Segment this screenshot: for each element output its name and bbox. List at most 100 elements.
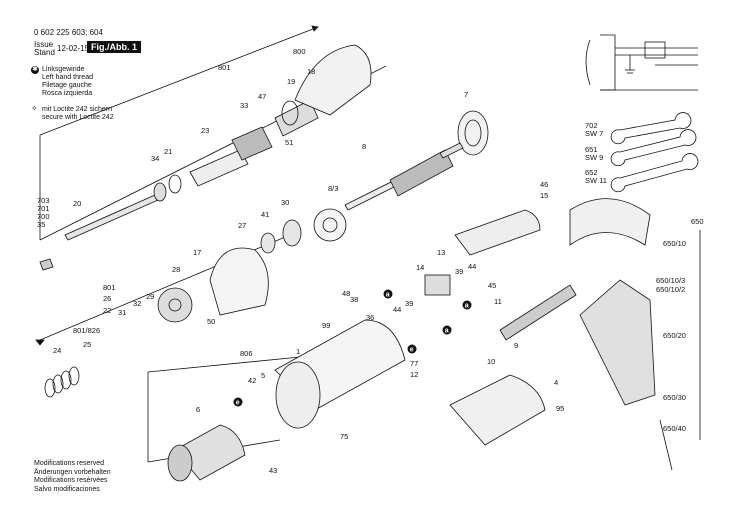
legend-line: ✧mit Loctite 242 sichern: [31, 104, 113, 114]
marker-dot: [407, 344, 417, 354]
fan: [313, 208, 347, 242]
callout-c65040: 650/40: [663, 424, 686, 433]
callout-c701: 701: [37, 204, 50, 213]
marker-m5: e: [236, 400, 240, 407]
callout-c65010: 650/10: [663, 239, 686, 248]
part-number: 0 602 225 603; 604: [34, 28, 103, 37]
loctite-legend: ✧mit Loctite 242 sichern secure with Loc…: [31, 104, 114, 122]
marker-m2: a: [445, 328, 449, 335]
callout-c38: 38: [350, 295, 358, 304]
callout-c806: 806: [240, 349, 253, 358]
callout-c51: 51: [285, 138, 293, 147]
spindle-assembly: [39, 174, 182, 271]
switch: [424, 274, 451, 296]
callout-c75: 75: [340, 432, 348, 441]
issue-label: Issue: [34, 40, 54, 49]
callout-c13: 13: [437, 248, 445, 257]
callout-c65030: 650/30: [663, 393, 686, 402]
callout-c8: 8: [362, 142, 366, 151]
callout-c39b: 39: [405, 299, 413, 308]
callout-c10: 10: [487, 357, 495, 366]
callout-c14: 14: [416, 263, 424, 272]
callout-labels: 8008011918473372351342188/32070370170035…: [37, 47, 704, 475]
callout-c35: 35: [37, 220, 45, 229]
callout-c650103: 650/10/3: [656, 276, 685, 285]
callout-c22: 22: [103, 306, 111, 315]
callout-c703: 703: [37, 196, 50, 205]
callout-c46: 46: [540, 180, 548, 189]
callout-c99: 99: [322, 321, 330, 330]
callout-c31: 31: [118, 308, 126, 317]
gear-housing: [209, 247, 269, 316]
switch-wiring-detail: [585, 34, 698, 91]
ring: [457, 110, 489, 156]
callout-csw9: SW 9: [585, 153, 603, 162]
callout-c702: 702: [585, 121, 598, 130]
callout-c44a: 44: [468, 262, 476, 271]
callout-c45: 45: [488, 281, 496, 290]
callout-c33: 33: [240, 101, 248, 110]
fan-hub: [322, 217, 338, 233]
gear: [157, 287, 193, 323]
callout-c43: 43: [269, 466, 277, 475]
callout-c65020: 650/20: [663, 331, 686, 340]
loctite-icon: ✧: [31, 104, 38, 113]
mod-line: Salvo modificaciones: [34, 485, 100, 493]
marker-m4: e: [410, 347, 414, 354]
callout-c5: 5: [261, 371, 265, 380]
handle-assembly: [569, 198, 673, 471]
callout-c29: 29: [146, 292, 154, 301]
marker-dot: [233, 397, 243, 407]
legend-line: ✱Linksgewinde: [31, 66, 85, 74]
marker-dot: [462, 300, 472, 310]
callout-c7: 7: [464, 90, 468, 99]
callout-c20: 20: [73, 199, 81, 208]
callout-c30: 30: [281, 198, 289, 207]
legend-line: Filetage gauche: [42, 82, 92, 89]
callout-c77: 77: [410, 359, 418, 368]
callout-c650: 650: [691, 217, 704, 226]
bearing: [282, 219, 302, 247]
callout-c50: 50: [207, 317, 215, 326]
callout-c39a: 39: [455, 267, 463, 276]
left-hand-thread-legend: ✱Linksgewinde Left hand thread Filetage …: [31, 66, 93, 98]
callout-c15: 15: [540, 191, 548, 200]
mod-line: Modifications reserved: [34, 460, 105, 467]
figure-label: Fig./Abb. 1: [87, 41, 141, 53]
motor-housing: [274, 319, 406, 429]
callout-c18: 18: [307, 67, 315, 76]
callout-c48: 48: [342, 289, 350, 298]
housing-cover: [449, 374, 546, 446]
ring-inner: [464, 119, 482, 147]
callout-c12: 12: [410, 370, 418, 379]
callout-c95: 95: [556, 404, 564, 413]
callout-c23: 23: [201, 126, 209, 135]
wrench-set: [610, 112, 699, 193]
legend-line: secure with Loctite 242: [42, 114, 114, 121]
bearing-flange: [281, 44, 372, 126]
cable-sleeve: [499, 284, 577, 341]
marker-m1: a: [386, 292, 390, 299]
callout-c27: 27: [238, 221, 246, 230]
callout-c44b: 44: [393, 305, 401, 314]
gear-hub: [168, 298, 182, 312]
callout-c34: 34: [151, 154, 159, 163]
marker-dot: [383, 289, 393, 299]
legend-line: Left hand thread: [42, 74, 93, 81]
callout-c652: 652: [585, 168, 598, 177]
callout-c1: 1: [296, 347, 300, 356]
callout-c801826: 801/826: [73, 326, 100, 335]
callout-c83: 8/3: [328, 184, 338, 193]
callout-c9: 9: [514, 341, 518, 350]
callout-c801b: 801: [103, 283, 116, 292]
leader-frame: [35, 25, 701, 463]
stand-label: Stand: [34, 48, 55, 57]
callout-csw11: SW 11: [585, 176, 607, 185]
callout-c28: 28: [172, 265, 180, 274]
callout-c11: 11: [494, 297, 502, 306]
callout-c24: 24: [53, 346, 61, 355]
bearing: [260, 232, 276, 254]
callout-c651: 651: [585, 145, 598, 154]
switch-cover: [454, 209, 541, 256]
